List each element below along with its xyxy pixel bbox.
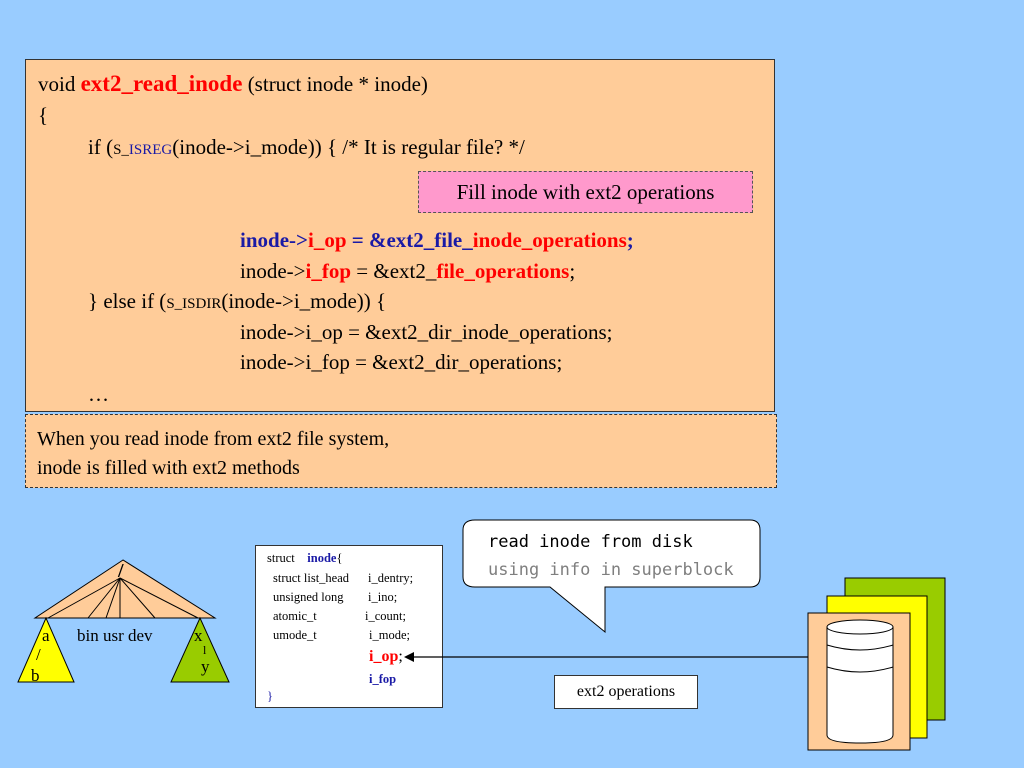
tree-left-bottom-label: b — [31, 666, 40, 685]
code-text: inode-> — [240, 228, 308, 252]
callout-bubble — [462, 519, 761, 634]
code-line-6: } else if (S_ISDIR(inode->i_mode)) { — [88, 289, 386, 316]
i-fop-highlight: i_fop — [305, 259, 352, 283]
inode-operations-highlight: inode_operations — [472, 228, 627, 252]
tree-root-triangle — [33, 559, 217, 619]
caption-line-1: When you read inode from ext2 file syste… — [37, 428, 390, 450]
code-text: void — [38, 72, 81, 96]
caption-line-2: inode is filled with ext2 methods — [37, 457, 300, 479]
tree-branch — [105, 577, 121, 619]
tree-right-mid-label: l — [203, 643, 207, 657]
struct-close-brace: } — [267, 689, 273, 703]
tree-right-bottom-label: y — [201, 657, 210, 676]
struct-field-name: i_count; — [365, 609, 406, 623]
code-text: S_ — [166, 296, 183, 312]
callout-line-2: using info in superblock — [488, 560, 734, 580]
code-text: (inode->i_mode)) { — [221, 289, 387, 313]
tree-left-top-label: a — [42, 626, 50, 645]
struct-field-name: i_ino; — [368, 590, 398, 604]
code-text: inode-> — [240, 259, 306, 283]
arrow-disk-to-struct — [404, 652, 810, 662]
tree-branch — [87, 577, 121, 619]
struct-field-name: i_mode; — [369, 628, 410, 642]
struct-field-type: unsigned long — [273, 590, 344, 604]
code-box: void ext2_read_inode (struct inode * ino… — [25, 59, 775, 412]
code-text: = &ext2_ — [351, 259, 437, 283]
tree-root-label: / — [118, 560, 124, 582]
code-text: ; — [569, 259, 576, 283]
code-text: (inode->i_mode)) { /* It is regular file… — [172, 135, 525, 159]
code-text: (struct inode * inode) — [242, 72, 428, 96]
callout-text: read inode from disk using info in super… — [488, 528, 734, 584]
cylinder-body — [826, 627, 894, 744]
code-text: = &ext2_file_ — [346, 228, 473, 252]
note-box: Fill inode with ext2 operations — [418, 171, 753, 213]
file-operations-highlight: file_operations — [436, 259, 570, 283]
code-text: if ( — [88, 135, 114, 159]
tree-left-triangle — [17, 616, 75, 683]
code-line-5: inode->i_fop = &ext2_file_operations; — [240, 259, 575, 283]
i-fop-field: i_fop — [369, 672, 397, 686]
struct-inode-card: struct inode{ struct list_head i_dentry;… — [255, 545, 443, 708]
disk-stack-icon — [807, 577, 946, 751]
cylinder-ring — [826, 666, 894, 673]
struct-field-iop: i_op; — [369, 648, 403, 666]
callout-shape — [462, 519, 761, 634]
struct-name: inode — [307, 551, 337, 565]
tree-right-top-label: x — [194, 626, 203, 645]
code-text: ; — [626, 228, 634, 252]
code-line-1: void ext2_read_inode (struct inode * ino… — [38, 71, 428, 97]
struct-field-type: atomic_t — [273, 609, 317, 623]
struct-brace: { — [336, 551, 343, 565]
code-line-3: if (S_ISREG(inode->i_mode)) { /* It is r… — [88, 135, 525, 162]
arrow-head — [404, 652, 414, 662]
code-line-8: inode->i_fop = &ext2_dir_operations; — [240, 350, 563, 374]
caption-box: When you read inode from ext2 file syste… — [25, 414, 777, 488]
code-line-2: { — [38, 103, 49, 127]
tree-right-triangle — [170, 616, 230, 683]
callout-line-1: read inode from disk — [488, 532, 693, 552]
struct-field-type: umode_t — [273, 628, 317, 642]
tree-branch — [47, 577, 121, 619]
function-name: ext2_read_inode — [80, 71, 243, 96]
struct-field-type: struct list_head — [273, 571, 350, 585]
i-op-highlight: i_op — [307, 228, 347, 252]
tree-branch — [119, 577, 199, 619]
struct-keyword: struct — [267, 551, 295, 565]
isreg-macro: ISREG — [128, 142, 173, 158]
tree-middle-label: bin usr dev — [77, 626, 153, 645]
isdir-macro: ISDIR — [182, 296, 222, 312]
code-line-4: inode->i_op = &ext2_file_inode_operation… — [240, 228, 634, 252]
struct-header: struct inode{ — [267, 551, 342, 566]
code-line-9: … — [88, 382, 109, 406]
i-op-field: i_op — [369, 648, 399, 665]
tree-left-mid-label: / — [36, 645, 41, 664]
code-line-7: inode->i_op = &ext2_dir_inode_operations… — [240, 320, 613, 344]
code-text: S_ — [113, 142, 129, 158]
code-text: } else if ( — [88, 289, 167, 313]
struct-field-ifop: i_fop — [369, 672, 396, 687]
cylinder-ring — [826, 644, 894, 651]
tree-branch — [119, 577, 156, 619]
cylinder-top — [826, 619, 894, 635]
struct-field-name: i_dentry; — [368, 571, 414, 585]
ext2-operations-label: ext2 operations — [554, 675, 698, 709]
directory-tree-diagram — [17, 559, 230, 683]
semicolon: ; — [398, 648, 403, 665]
